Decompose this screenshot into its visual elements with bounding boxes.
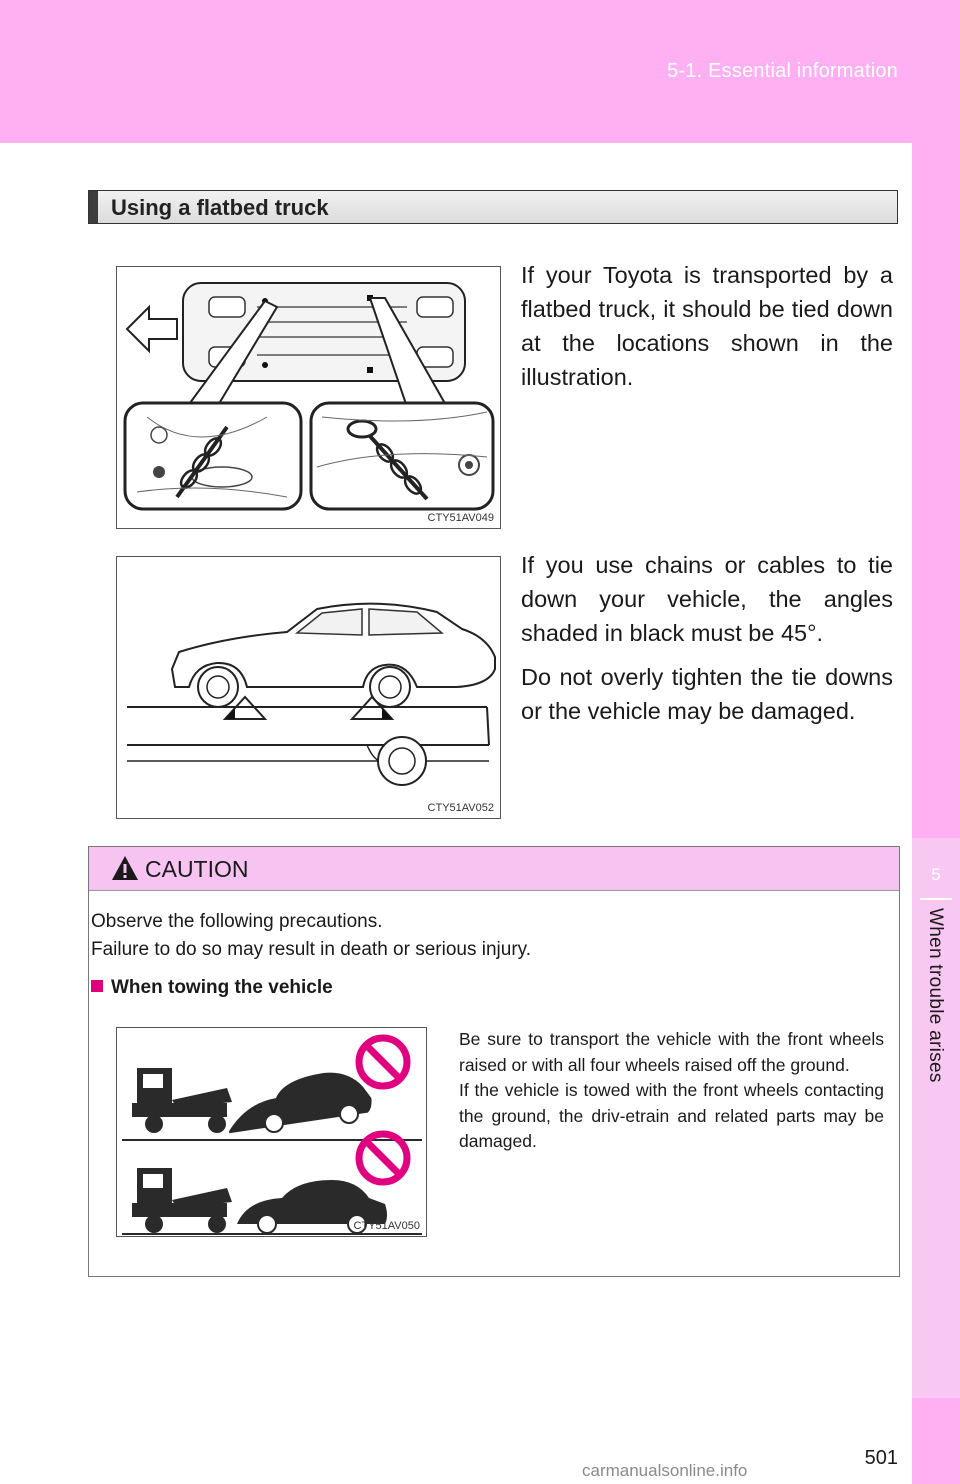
figure-code: CTY51AV052 [427, 802, 494, 814]
towing-prohibited-figure: CTY51AV050 [116, 1027, 427, 1237]
caution-title: CAUTION [145, 856, 249, 882]
tie-down-figure: CTY51AV049 [116, 266, 501, 529]
chapter-divider [920, 898, 952, 900]
running-header: 5-1. Essential information [667, 60, 898, 82]
paragraph-transport: If your Toyota is transported by a flatb… [521, 262, 893, 390]
caution-body: Be sure to transport the vehicle with th… [459, 1027, 884, 1155]
heading-bar [89, 191, 98, 223]
header-band [0, 0, 960, 143]
paragraph-chains: If you use chains or cables to tie down … [521, 552, 893, 646]
figure-code: CTY51AV050 [353, 1220, 420, 1232]
caution-body-1: Be sure to transport the vehicle with th… [459, 1029, 884, 1075]
bullet-square-icon [91, 980, 103, 992]
watermark: carmanualsonline.info [582, 1461, 748, 1480]
caution-body-2: If the vehicle is towed with the front w… [459, 1080, 884, 1151]
page-number: 501 [864, 1447, 898, 1469]
caution-subheading-text: When towing the vehicle [111, 977, 333, 998]
caution-box: CAUTION Observe the following precaution… [88, 846, 900, 1277]
chapter-number: 5 [931, 865, 941, 884]
section-heading: Using a flatbed truck [88, 190, 898, 224]
warning-triangle-icon [112, 856, 138, 880]
car-on-flatbed-illustration [127, 602, 496, 786]
chapter-tab-block [912, 838, 960, 1398]
chapter-title: When trouble arises [925, 908, 946, 1083]
section-heading-text: Using a flatbed truck [111, 195, 329, 220]
front-direction-arrow-icon [125, 304, 178, 354]
caution-line-2: Failure to do so may result in death or … [91, 939, 532, 960]
flatbed-angles-figure: CTY51AV052 [116, 556, 501, 819]
caution-line-1: Observe the following precautions. [91, 911, 383, 932]
tow-truck-prohibited-illustration [122, 1034, 422, 1235]
figure-code: CTY51AV049 [427, 512, 494, 524]
caution-subheading: When towing the vehicle [91, 977, 333, 999]
paragraph-tighten: Do not overly tighten the tie downs or t… [521, 664, 893, 724]
vehicle-underside-tie-down-illustration [123, 282, 495, 511]
caution-header: CAUTION [89, 847, 899, 891]
